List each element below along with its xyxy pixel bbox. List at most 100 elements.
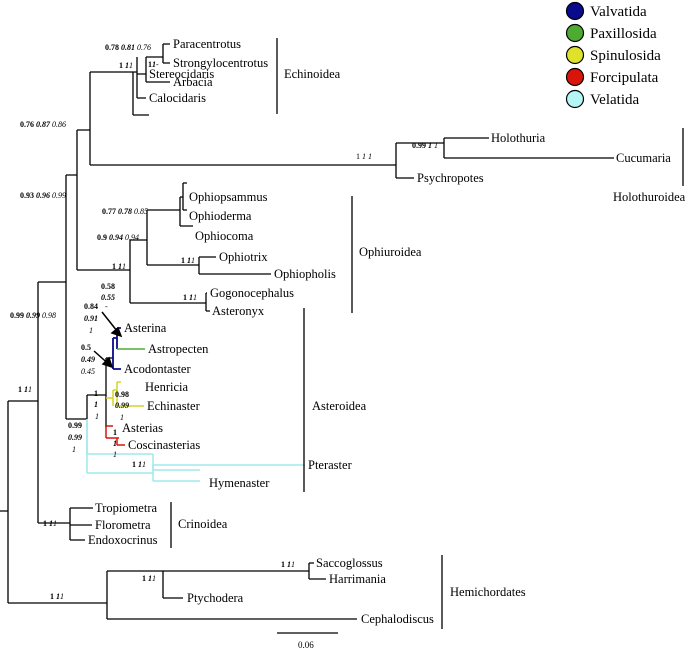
branch-ophio-inner (130, 210, 271, 275)
group-hemichordates: Hemichordates (450, 585, 526, 599)
taxon-endoxocrinus: Endoxocrinus (88, 533, 158, 547)
support-asterias-coscinasterias-1: 1 (113, 428, 117, 437)
taxon-ophioderma: Ophioderma (189, 209, 252, 223)
taxon-psychropotes: Psychropotes (417, 171, 484, 185)
group-crinoidea: Crinoidea (178, 517, 228, 531)
support-asterina-astropecten-3: 1 (89, 326, 93, 335)
support-asteroidea-core-1: 0.99 (68, 421, 82, 430)
support-ophio-d: 1 11 (183, 293, 197, 302)
support-pteraster-hymenaster: 1 11 (132, 460, 146, 469)
branch-hemi-inner (162, 571, 183, 599)
legend-label-paxillosida: Paxillosida (590, 26, 657, 42)
support-henricia-echinaster-3: 1 (120, 413, 124, 422)
support-ophio-c: 1 11 (181, 256, 195, 265)
taxon-holothuria: Holothuria (491, 131, 546, 145)
legend-label-velatida: Velatida (590, 92, 639, 108)
support-acodontaster-1: 0.5 (81, 343, 91, 352)
support-ophio-a: 0.77 0.78 0.85 (102, 207, 148, 216)
taxon-astropecten: Astropecten (148, 342, 209, 356)
branch-echino-upper (145, 43, 170, 83)
taxon-acodontaster: Acodontaster (124, 362, 191, 376)
branch-valvatida (112, 327, 121, 370)
group-labels: Echinoidea Holothuroidea Ophiuroidea Ast… (178, 67, 686, 599)
taxon-saccoglossus: Saccoglossus (316, 556, 383, 570)
branch-hemi-sacco (273, 562, 326, 580)
support-holo-a: 0.99 1 1 (412, 141, 438, 150)
support-asteroidea-core-3: 1 (72, 445, 76, 454)
support-hemi-b: 1 11 (142, 574, 156, 583)
support-ophio-b: 0.9 0.94 0.94 (97, 233, 139, 242)
group-brackets (170, 38, 684, 629)
branch-ophiuroidea (77, 240, 206, 304)
support-echino-c: 1 11 (119, 61, 133, 70)
colored-branches (86, 327, 305, 482)
group-holothuroidea: Holothuroidea (613, 190, 686, 204)
support-henricia-echinaster-1: 0.98 (115, 390, 129, 399)
legend-swatch-spinulosida (565, 45, 585, 65)
taxon-florometra: Florometra (95, 518, 151, 532)
support-spinulosida-forcipulata-1: 1 (94, 389, 98, 398)
taxon-ophiotrix: Ophiotrix (219, 250, 268, 264)
support-spinulosida-forcipulata-2: 1 (94, 400, 98, 409)
scale-bar: 0.06 (277, 632, 338, 649)
legend-label-valvatida: Valvatida (590, 4, 647, 20)
taxon-tropiometra: Tropiometra (95, 501, 157, 515)
taxon-asterina: Asterina (124, 321, 167, 335)
taxon-gogonocephalus: Gogonocephalus (210, 286, 294, 300)
support-valvatida-a: 0.58 (101, 282, 115, 291)
arrowhead-acodontaster (101, 356, 114, 369)
branch-echinoidea (90, 57, 149, 116)
branch-forcipulata (105, 425, 125, 446)
taxon-strongylocentrotus: Strongylocentrotus (173, 56, 268, 70)
support-arrows (93, 311, 123, 369)
branch-asteroidea-stem (66, 395, 88, 420)
support-valvatida-a-2: 0.55 (101, 293, 115, 302)
group-asteroidea: Asteroidea (312, 399, 367, 413)
support-acodontaster-3: 0.45 (81, 367, 95, 376)
branch-echino-ophio (66, 130, 78, 270)
taxon-calocidaris: Calocidaris (149, 91, 206, 105)
taxon-coscinasterias: Coscinasterias (128, 438, 200, 452)
branch-asteroidea-core (87, 358, 107, 427)
branch-ophio-upper (147, 182, 193, 227)
legend-label-forcipulata: Forcipulata (590, 70, 659, 86)
support-asterias-coscinasterias-3: 1 (113, 450, 117, 459)
branch-velatida-base (86, 419, 153, 474)
legend-swatch-forcipulata (565, 67, 585, 87)
support-henricia-echinaster-2: 0.99 (115, 401, 129, 410)
taxon-harrimania: Harrimania (329, 572, 386, 586)
support-asterina-astropecten-2: 0.91 (84, 314, 98, 323)
group-ophiuroidea: Ophiuroidea (359, 245, 422, 259)
branch-crinoidea (38, 507, 93, 541)
group-echinoidea: Echinoidea (284, 67, 341, 81)
taxon-labels: Paracentrotus Strongylocentrotus Arbacia… (88, 37, 671, 626)
branch-holothuroidea (90, 137, 614, 179)
tree-branches (0, 43, 614, 620)
taxon-ptychodera: Ptychodera (187, 591, 244, 605)
support-echinozoa: 1 1 1 (356, 152, 372, 161)
branch-spinulosida (106, 381, 144, 407)
support-echino-b: 11- (148, 60, 159, 69)
taxon-cucumaria: Cucumaria (616, 151, 671, 165)
taxon-ophiocoma: Ophiocoma (195, 229, 254, 243)
support-crinoidea: 1 11 (43, 519, 57, 528)
taxon-cephalodiscus: Cephalodiscus (361, 612, 434, 626)
support-asterias-coscinasterias-2: 1 (113, 439, 117, 448)
support-asteroidea-core-2: 0.99 (68, 433, 82, 442)
taxon-asterias: Asterias (122, 421, 163, 435)
arrowhead-asterina (110, 326, 123, 338)
support-hemi-root: 1 11 (50, 592, 64, 601)
support-asterina-astropecten-1: 0.84 (84, 302, 98, 311)
legend-swatch-valvatida (565, 1, 585, 21)
legend: Valvatida Paxillosida Spinulosida Forcip… (565, 1, 661, 109)
support-values-stacked: 0.58 0.55 - 0.84 0.91 1 0.5 0.49 0.45 1 … (68, 282, 129, 459)
taxon-stereocidaris: Stereocidaris (149, 67, 214, 81)
branch-gorgono (205, 292, 210, 312)
taxon-ophiopholis: Ophiopholis (274, 267, 336, 281)
support-echinodermata: 0.99 0.99 0.98 (10, 311, 56, 320)
branch-eleutherozoa (38, 175, 67, 419)
support-acodontaster-2: 0.49 (81, 355, 95, 364)
support-values: 0.78 0.81 0.76 11- 1 11 0.76 0.87 0.86 1… (10, 43, 438, 601)
support-valvatida-a-3: - (105, 302, 108, 311)
